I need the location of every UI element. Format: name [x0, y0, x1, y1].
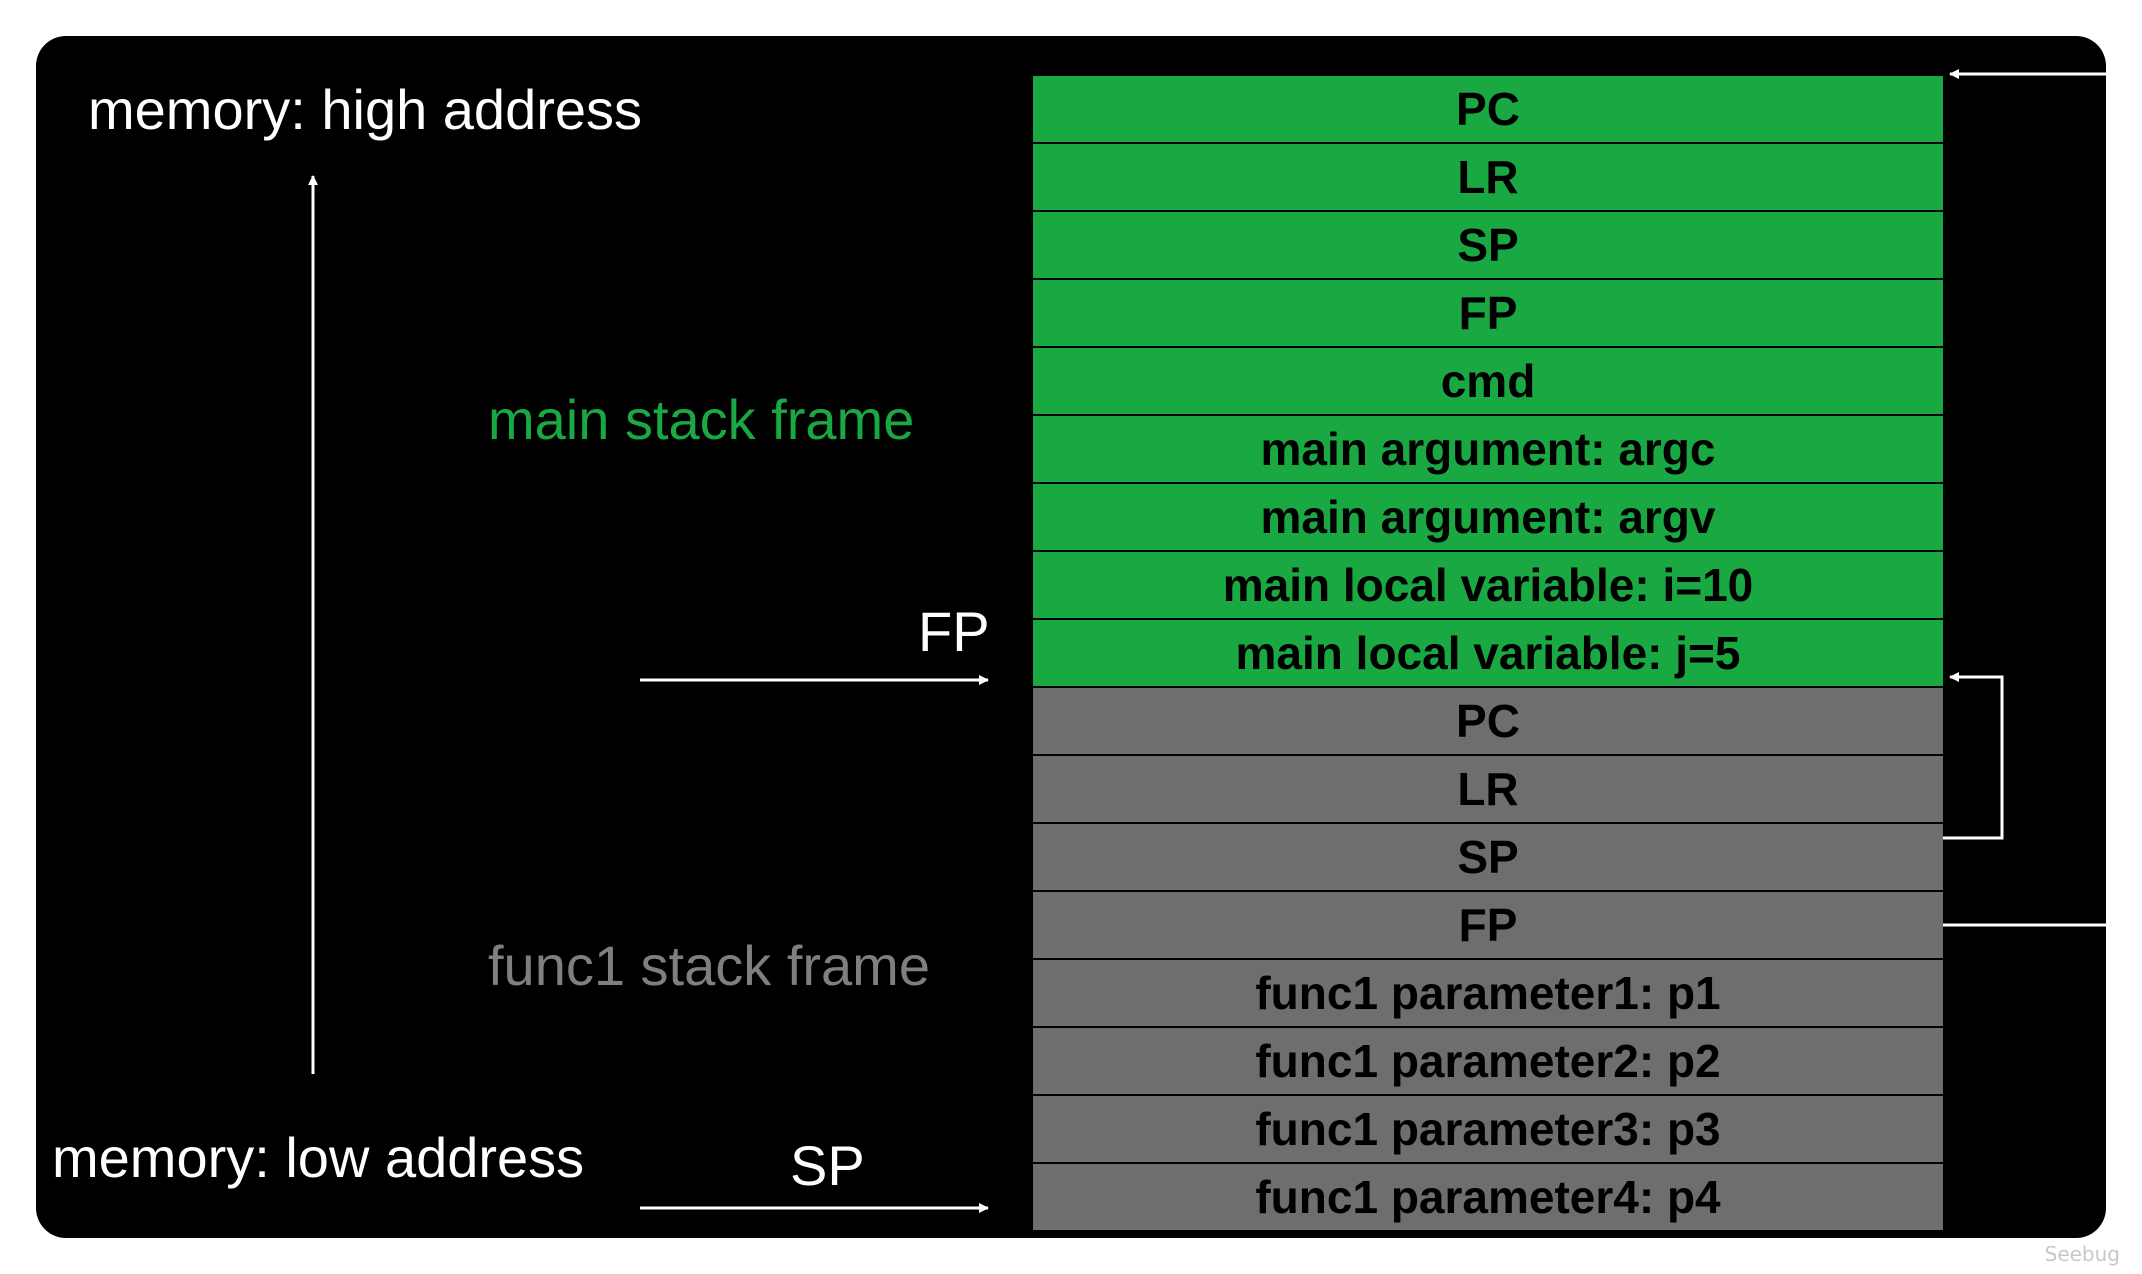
func1-cell-p2: func1 parameter2: p2	[1033, 1028, 1943, 1096]
func1-cell-p3: func1 parameter3: p3	[1033, 1096, 1943, 1164]
main-cell-argv: main argument: argv	[1033, 484, 1943, 552]
high-address-label: memory: high address	[88, 78, 643, 141]
main-cell-local-i: main local variable: i=10	[1033, 552, 1943, 620]
main-cell-cmd: cmd	[1033, 348, 1943, 416]
main-cell-sp: SP	[1033, 212, 1943, 280]
func1-cell-sp: SP	[1033, 824, 1943, 892]
sp-pointer-label: SP	[790, 1134, 865, 1197]
func1-cell-p4: func1 parameter4: p4	[1033, 1164, 1943, 1232]
func1-stack-frame-label: func1 stack frame	[488, 934, 930, 997]
func1-cell-fp: FP	[1033, 892, 1943, 960]
main-cell-argc: main argument: argc	[1033, 416, 1943, 484]
main-cell-pc: PC	[1033, 76, 1943, 144]
low-address-label: memory: low address	[52, 1126, 585, 1189]
stack-diagram-panel: memory: high address memory: low address…	[36, 36, 2106, 1238]
main-cell-lr: LR	[1033, 144, 1943, 212]
main-cell-fp: FP	[1033, 280, 1943, 348]
saved-sp-link-arrow	[1943, 672, 2004, 840]
func1-cell-lr: LR	[1033, 756, 1943, 824]
watermark: Seebug	[2044, 1242, 2120, 1266]
main-cell-local-j: main local variable: j=5	[1033, 620, 1943, 688]
main-stack-frame-label: main stack frame	[488, 388, 915, 451]
fp-pointer-label: FP	[918, 600, 990, 663]
func1-cell-p1: func1 parameter1: p1	[1033, 960, 1943, 1028]
func1-cell-pc: PC	[1033, 688, 1943, 756]
memory-stack: PC LR SP FP cmd main argument: argc main…	[1033, 76, 1943, 1232]
